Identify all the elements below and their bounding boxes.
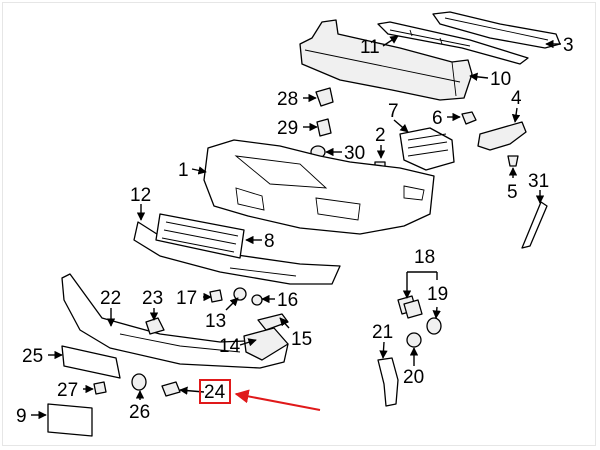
callout-2: 2 <box>375 125 386 146</box>
callout-5: 5 <box>507 182 518 203</box>
part-1-bumper-cover <box>203 139 435 235</box>
part-14-deflector <box>243 327 289 361</box>
callout-labels: 1 2 3 4 5 6 7 8 9 10 11 12 13 14 15 16 1… <box>16 35 574 427</box>
callout-25: 25 <box>22 346 43 367</box>
part-25-plate-bracket <box>61 345 121 379</box>
callout-4: 4 <box>511 88 522 109</box>
callout-24: 24 <box>204 382 226 403</box>
leader-lines <box>31 35 561 420</box>
callout-12: 12 <box>130 185 151 206</box>
callout-24-highlight-box <box>199 379 231 404</box>
callout-6: 6 <box>432 108 443 129</box>
part-16-screw <box>251 294 263 306</box>
callout-17: 17 <box>176 288 197 309</box>
callout-18: 18 <box>414 247 435 268</box>
part-19-sensor-ring <box>426 317 442 335</box>
callout-21: 21 <box>372 322 393 343</box>
callout-9: 9 <box>16 406 27 427</box>
callout-29: 29 <box>277 118 298 139</box>
part-18-sensor-b <box>403 299 423 319</box>
callout-11: 11 <box>360 37 380 58</box>
part-26-nut <box>131 373 147 391</box>
callout-16: 16 <box>277 290 298 311</box>
callout-10: 10 <box>490 69 511 90</box>
part-28-bracket <box>315 87 334 107</box>
callout-1: 1 <box>178 160 189 181</box>
callout-19: 19 <box>427 284 448 305</box>
callout-23: 23 <box>142 288 163 309</box>
callout-31: 31 <box>528 171 549 192</box>
part-27-bolt <box>93 381 107 395</box>
part-9-plate <box>47 403 93 437</box>
callout-30: 30 <box>344 143 365 164</box>
callout-13: 13 <box>205 311 226 332</box>
part-5-clip <box>507 155 519 167</box>
callout-7: 7 <box>388 101 399 122</box>
callout-22: 22 <box>100 288 121 309</box>
part-4-side-bracket <box>477 121 527 151</box>
callout-15: 15 <box>291 329 312 350</box>
part-17-clip <box>209 289 223 303</box>
callout-14: 14 <box>219 336 241 357</box>
callout-3: 3 <box>563 35 574 56</box>
part-6-grommet <box>461 111 477 125</box>
callout-26: 26 <box>129 402 150 423</box>
part-23-bracket <box>145 317 165 335</box>
callout-8: 8 <box>264 231 275 252</box>
highlight-arrow <box>234 389 321 411</box>
part-10-absorber <box>299 19 473 101</box>
part-21-bracket <box>377 357 399 407</box>
part-8-grille <box>155 213 245 259</box>
part-13-nut <box>233 287 247 301</box>
part-31-side-strip <box>521 201 548 249</box>
callout-28: 28 <box>277 89 298 110</box>
callout-20: 20 <box>403 367 424 388</box>
part-24-cap <box>161 381 181 397</box>
part-20-holder <box>406 332 422 348</box>
part-7-vent <box>399 127 455 171</box>
callout-27: 27 <box>57 380 78 401</box>
part-29-clip <box>316 118 332 137</box>
